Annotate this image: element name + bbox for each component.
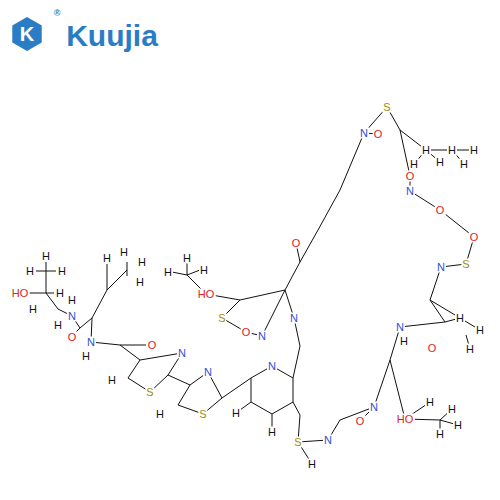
atom-label: H [435, 429, 445, 440]
atom-label: H [399, 336, 409, 347]
bond-line [400, 191, 474, 327]
atom-label: O [291, 238, 302, 249]
atom-label: N [203, 367, 213, 378]
atom-label: H [119, 247, 129, 258]
atom-label: N [323, 435, 333, 446]
logo-text: ® [53, 9, 62, 18]
atom-label: H [57, 266, 67, 277]
atom-label: H [435, 157, 445, 168]
atom-label: H [447, 404, 457, 415]
atom-label: O [427, 343, 438, 354]
atom-label: HO [396, 414, 415, 425]
atom-label: S [145, 387, 154, 398]
atom-label: S [293, 437, 302, 448]
bond-line [187, 262, 188, 275]
atom-label: O [355, 416, 366, 427]
atom-label: H [55, 288, 65, 299]
atom-label: HO [197, 289, 216, 300]
atom-label: N [86, 337, 96, 348]
atom-label: S [217, 313, 226, 324]
atom-label: H [135, 277, 145, 288]
bond-line [187, 275, 240, 300]
atom-label: N [359, 128, 369, 139]
atom-label: H [425, 397, 435, 408]
bond-line [28, 293, 54, 294]
atom-label: H [53, 320, 63, 331]
atom-label: H [475, 325, 485, 336]
bond-line [168, 375, 190, 385]
bond-line [293, 327, 400, 442]
bond-line [285, 243, 300, 378]
logo-hexagon [12, 17, 41, 51]
bond-line [120, 345, 140, 360]
atom-label: H [81, 351, 91, 362]
atom-label: H [182, 253, 192, 264]
atom-label: N [436, 262, 446, 273]
bond-line [300, 107, 410, 262]
bond-line [128, 353, 182, 392]
bond-line [91, 318, 146, 345]
atom-label: H [267, 427, 277, 438]
atom-label: N [257, 331, 267, 342]
atom-label: H [28, 304, 38, 315]
atom-label: H [102, 253, 112, 264]
atom-label: H [453, 420, 463, 431]
atom-label: H [137, 257, 147, 268]
logo-text: K [19, 24, 35, 44]
bond-line [46, 262, 72, 316]
atom-label: H [459, 159, 469, 170]
atom-label: O [469, 232, 480, 243]
atom-label: H [409, 159, 419, 170]
atom-label: H [421, 145, 431, 156]
atom-label: H [469, 145, 479, 156]
atom-label: H [155, 409, 165, 420]
atom-label: S [198, 409, 207, 420]
bond-line [430, 300, 480, 330]
atom-label: O [241, 327, 252, 338]
atom-label: N [289, 313, 299, 324]
atom-label: H [107, 375, 117, 386]
bond-line [80, 264, 107, 328]
atom-label: HO [11, 288, 30, 299]
atom-label: S [461, 259, 470, 270]
atom-label: H [25, 266, 35, 277]
atom-label: H [163, 267, 173, 278]
atom-label: O [435, 205, 446, 216]
atom-label: H [231, 408, 241, 419]
bond-line [222, 378, 251, 398]
bond-line [240, 402, 251, 410]
atom-label: N [67, 311, 77, 322]
logo-text: Kuujia [65, 21, 159, 51]
bond-line [251, 366, 293, 414]
atom-label: H [41, 251, 51, 262]
atom-label: H [67, 295, 77, 306]
bond-line [36, 271, 56, 272]
atom-label: H [199, 265, 209, 276]
bond-line [222, 290, 285, 336]
atom-label: O [67, 332, 78, 343]
atom-label: O [147, 340, 158, 351]
atom-label: N [177, 348, 187, 359]
bond-line [400, 130, 474, 150]
atom-label: H [455, 313, 465, 324]
bond-line [172, 272, 187, 275]
bond-line [107, 270, 127, 290]
bond-line [127, 262, 128, 276]
atom-label: O [405, 171, 416, 182]
atom-label: H [447, 145, 457, 156]
bond-line [390, 360, 430, 419]
atom-label: H [465, 344, 475, 355]
atom-label: N [267, 361, 277, 372]
atom-label: H [307, 459, 317, 470]
atom-label: N [405, 186, 415, 197]
atom-label: N [395, 322, 405, 333]
atom-label: S [382, 102, 391, 113]
atom-label: O [373, 129, 384, 140]
atom-label: N [369, 402, 379, 413]
